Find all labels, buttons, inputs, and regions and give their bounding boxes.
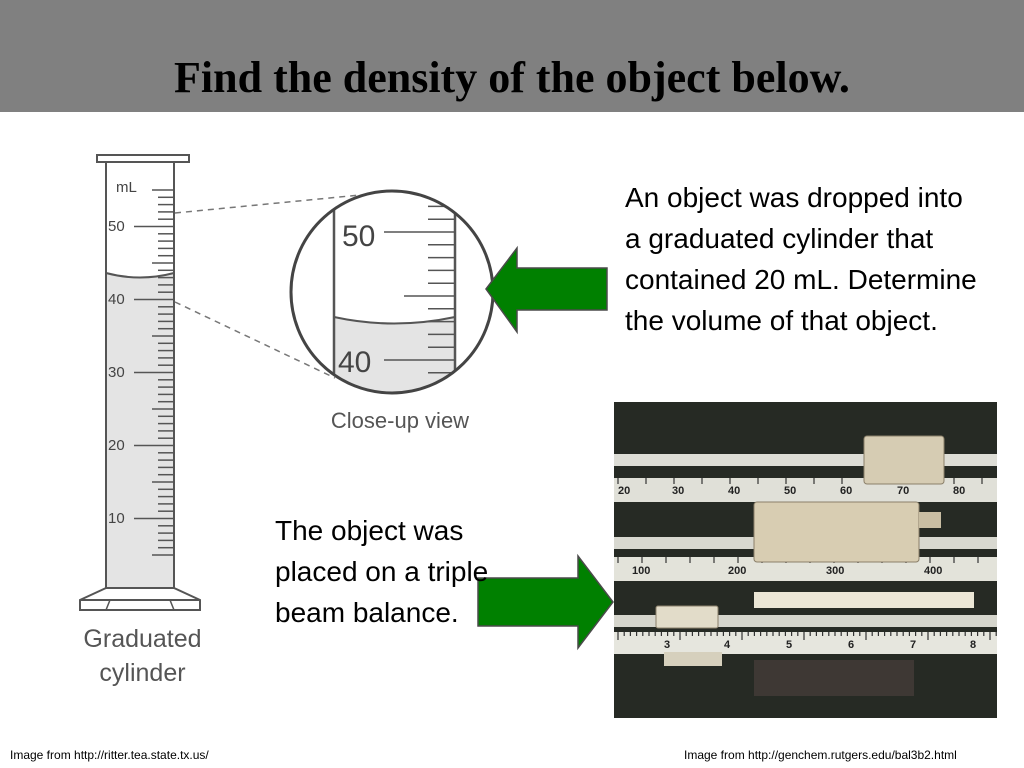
bottom-beam-label-8: 8 — [970, 639, 976, 651]
triple-beam-balance-photo: 20 30 40 50 60 70 80 100 200 300 400 3 4… — [614, 402, 997, 718]
top-beam-label-60: 60 — [840, 485, 852, 497]
arrow-left-icon — [485, 245, 608, 335]
graduated-cylinder-illustration: mL 50 40 30 20 10 — [79, 154, 201, 611]
slide-title: Find the density of the object below. — [174, 53, 850, 102]
closeup-connector-lines — [174, 194, 361, 379]
closeup-label-50: 50 — [342, 220, 375, 253]
bottom-beam-rider — [655, 605, 719, 629]
cylinder-caption-line1: Graduated — [83, 625, 202, 653]
cylinder-meniscus — [105, 272, 175, 279]
bottom-beam-label-3: 3 — [664, 639, 670, 651]
cylinder-label-10: 10 — [108, 510, 125, 527]
volume-instructions: An object was dropped into a graduated c… — [625, 182, 977, 336]
bottom-beam-label-7: 7 — [910, 639, 916, 651]
cylinder-label-40: 40 — [108, 291, 125, 308]
top-beam-rider — [863, 435, 945, 485]
bottom-beam-label-4: 4 — [724, 639, 731, 651]
top-beam-label-80: 80 — [953, 485, 965, 497]
arrow-right-icon — [477, 553, 614, 651]
title-bar — [0, 0, 1024, 112]
image-credit-right: Image from http://genchem.rutgers.edu/ba… — [684, 748, 957, 762]
cylinder-label-50: 50 — [108, 218, 125, 235]
top-beam-label-50: 50 — [784, 485, 796, 497]
mass-instructions: The object was placed on a triple beam b… — [275, 515, 489, 628]
closeup-caption: Close-up view — [330, 408, 470, 433]
closeup-liquid — [334, 317, 455, 392]
closeup-label-40: 40 — [338, 346, 371, 379]
image-credit-left: Image from http://ritter.tea.state.tx.us… — [10, 748, 209, 762]
cylinder-liquid — [106, 273, 174, 588]
cylinder-ticks — [134, 189, 174, 556]
top-beam-label-40: 40 — [728, 485, 740, 497]
bottom-beam-label-6: 6 — [848, 639, 854, 651]
top-beam-label-20: 20 — [618, 485, 630, 497]
bottom-beam-label-5: 5 — [786, 639, 792, 651]
cylinder-caption: Graduated cylinder — [70, 622, 215, 690]
top-beam-label-30: 30 — [672, 485, 684, 497]
middle-beam-label-100: 100 — [632, 565, 650, 577]
cylinder-label-30: 30 — [108, 364, 125, 381]
middle-beam-label-300: 300 — [826, 565, 844, 577]
closeup-view: 50 40 — [289, 189, 495, 395]
middle-beam-label-400: 400 — [924, 565, 942, 577]
middle-beam-rider — [753, 501, 920, 563]
top-beam-label-70: 70 — [897, 485, 909, 497]
cylinder-lip — [96, 154, 190, 163]
cylinder-unit: mL — [116, 179, 137, 196]
cylinder-caption-line2: cylinder — [99, 659, 186, 687]
middle-beam-label-200: 200 — [728, 565, 746, 577]
cylinder-label-20: 20 — [108, 437, 125, 454]
